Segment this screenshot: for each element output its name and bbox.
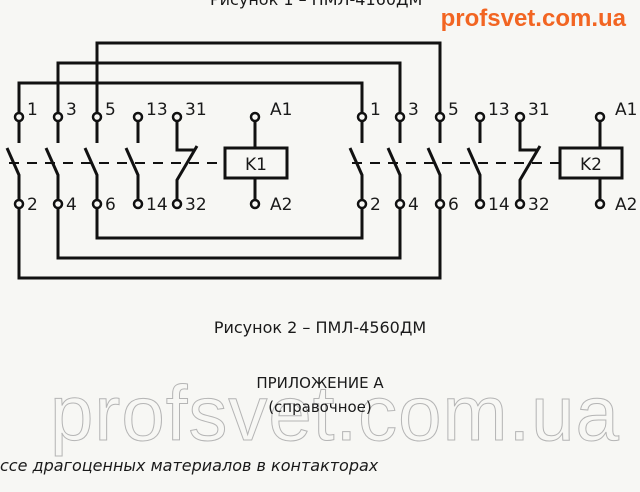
terminal-bottom (514, 198, 526, 210)
terminal-label: 3 (408, 100, 419, 120)
coil-terminal-label: A1 (270, 100, 292, 120)
terminal-label: 4 (66, 195, 77, 215)
terminal-label: 3 (66, 100, 77, 120)
terminal-top (434, 111, 446, 123)
interconnect-wire (95, 208, 364, 240)
figure-2-caption: Рисунок 2 – ПМЛ-4560ДМ (213, 318, 427, 337)
moving-contact (124, 147, 140, 200)
coil-terminal-bottom (249, 198, 261, 210)
terminal-bottom (434, 198, 446, 210)
moving-contact (83, 147, 99, 200)
terminal-bottom (171, 198, 183, 210)
terminal-top (52, 111, 64, 123)
terminal-label: 2 (27, 195, 38, 215)
table-title-fragment: ссе драгоценных материалов в контакторах (0, 456, 379, 475)
terminal-bottom (91, 198, 103, 210)
terminal-label: 32 (185, 195, 207, 215)
interconnect-wire (56, 61, 402, 113)
terminal-label: 14 (488, 195, 510, 215)
terminal-top (132, 111, 144, 123)
terminal-top (171, 111, 183, 123)
interconnect-wire (17, 208, 442, 280)
fixed-contact-nc (518, 121, 538, 152)
coil-label: K1 (245, 155, 267, 175)
terminal-label: 1 (27, 100, 38, 120)
terminal-bottom (13, 198, 25, 210)
terminal-label: 32 (528, 195, 550, 215)
moving-contact (44, 147, 60, 200)
interconnect-wire (95, 41, 442, 113)
terminal-label: 5 (448, 100, 459, 120)
moving-contact (348, 147, 364, 200)
moving-contact (426, 147, 442, 200)
terminal-bottom (394, 198, 406, 210)
terminal-top (91, 111, 103, 123)
terminal-top (474, 111, 486, 123)
terminal-label: 5 (105, 100, 116, 120)
moving-contact-nc (518, 145, 542, 200)
coil-terminal-top (594, 111, 606, 123)
terminal-bottom (474, 198, 486, 210)
coil-terminal-top (249, 111, 261, 123)
terminal-bottom (132, 198, 144, 210)
terminal-top (394, 111, 406, 123)
moving-contact (386, 147, 402, 200)
coil-box (558, 146, 624, 180)
terminal-label: 1 (370, 100, 381, 120)
appendix-heading: ПРИЛОЖЕНИЕ А (256, 374, 384, 392)
coil-terminal-label: A1 (615, 100, 637, 120)
terminal-label: 6 (448, 195, 459, 215)
terminal-label: 13 (488, 100, 510, 120)
terminal-bottom (52, 198, 64, 210)
coil-terminal-bottom (594, 198, 606, 210)
moving-contact (466, 147, 482, 200)
watermark-large: profsvet.com.ua (50, 369, 620, 458)
terminal-label: 31 (528, 100, 550, 120)
moving-contact (5, 147, 21, 200)
appendix-note: (справочное) (268, 398, 372, 416)
terminal-label: 14 (146, 195, 168, 215)
coil-terminal-label: A2 (615, 195, 637, 215)
coil-box (223, 146, 289, 180)
terminal-label: 13 (146, 100, 168, 120)
figure-1-caption: Рисунок 1 – ПМЛ-4160ДМ (210, 0, 422, 9)
coil-terminal-label: A2 (270, 195, 292, 215)
terminal-top (356, 111, 368, 123)
terminal-top (13, 111, 25, 123)
terminal-label: 31 (185, 100, 207, 120)
moving-contact-nc (175, 145, 199, 200)
terminal-label: 6 (105, 195, 116, 215)
interconnect-wire (56, 208, 402, 260)
terminal-bottom (356, 198, 368, 210)
fixed-contact-nc (175, 121, 195, 152)
terminal-top (514, 111, 526, 123)
watermark-logo: profsvet.com.ua (440, 5, 626, 32)
coil-label: K2 (580, 155, 602, 175)
terminal-label: 2 (370, 195, 381, 215)
interconnect-wire (17, 81, 364, 113)
terminal-label: 4 (408, 195, 419, 215)
